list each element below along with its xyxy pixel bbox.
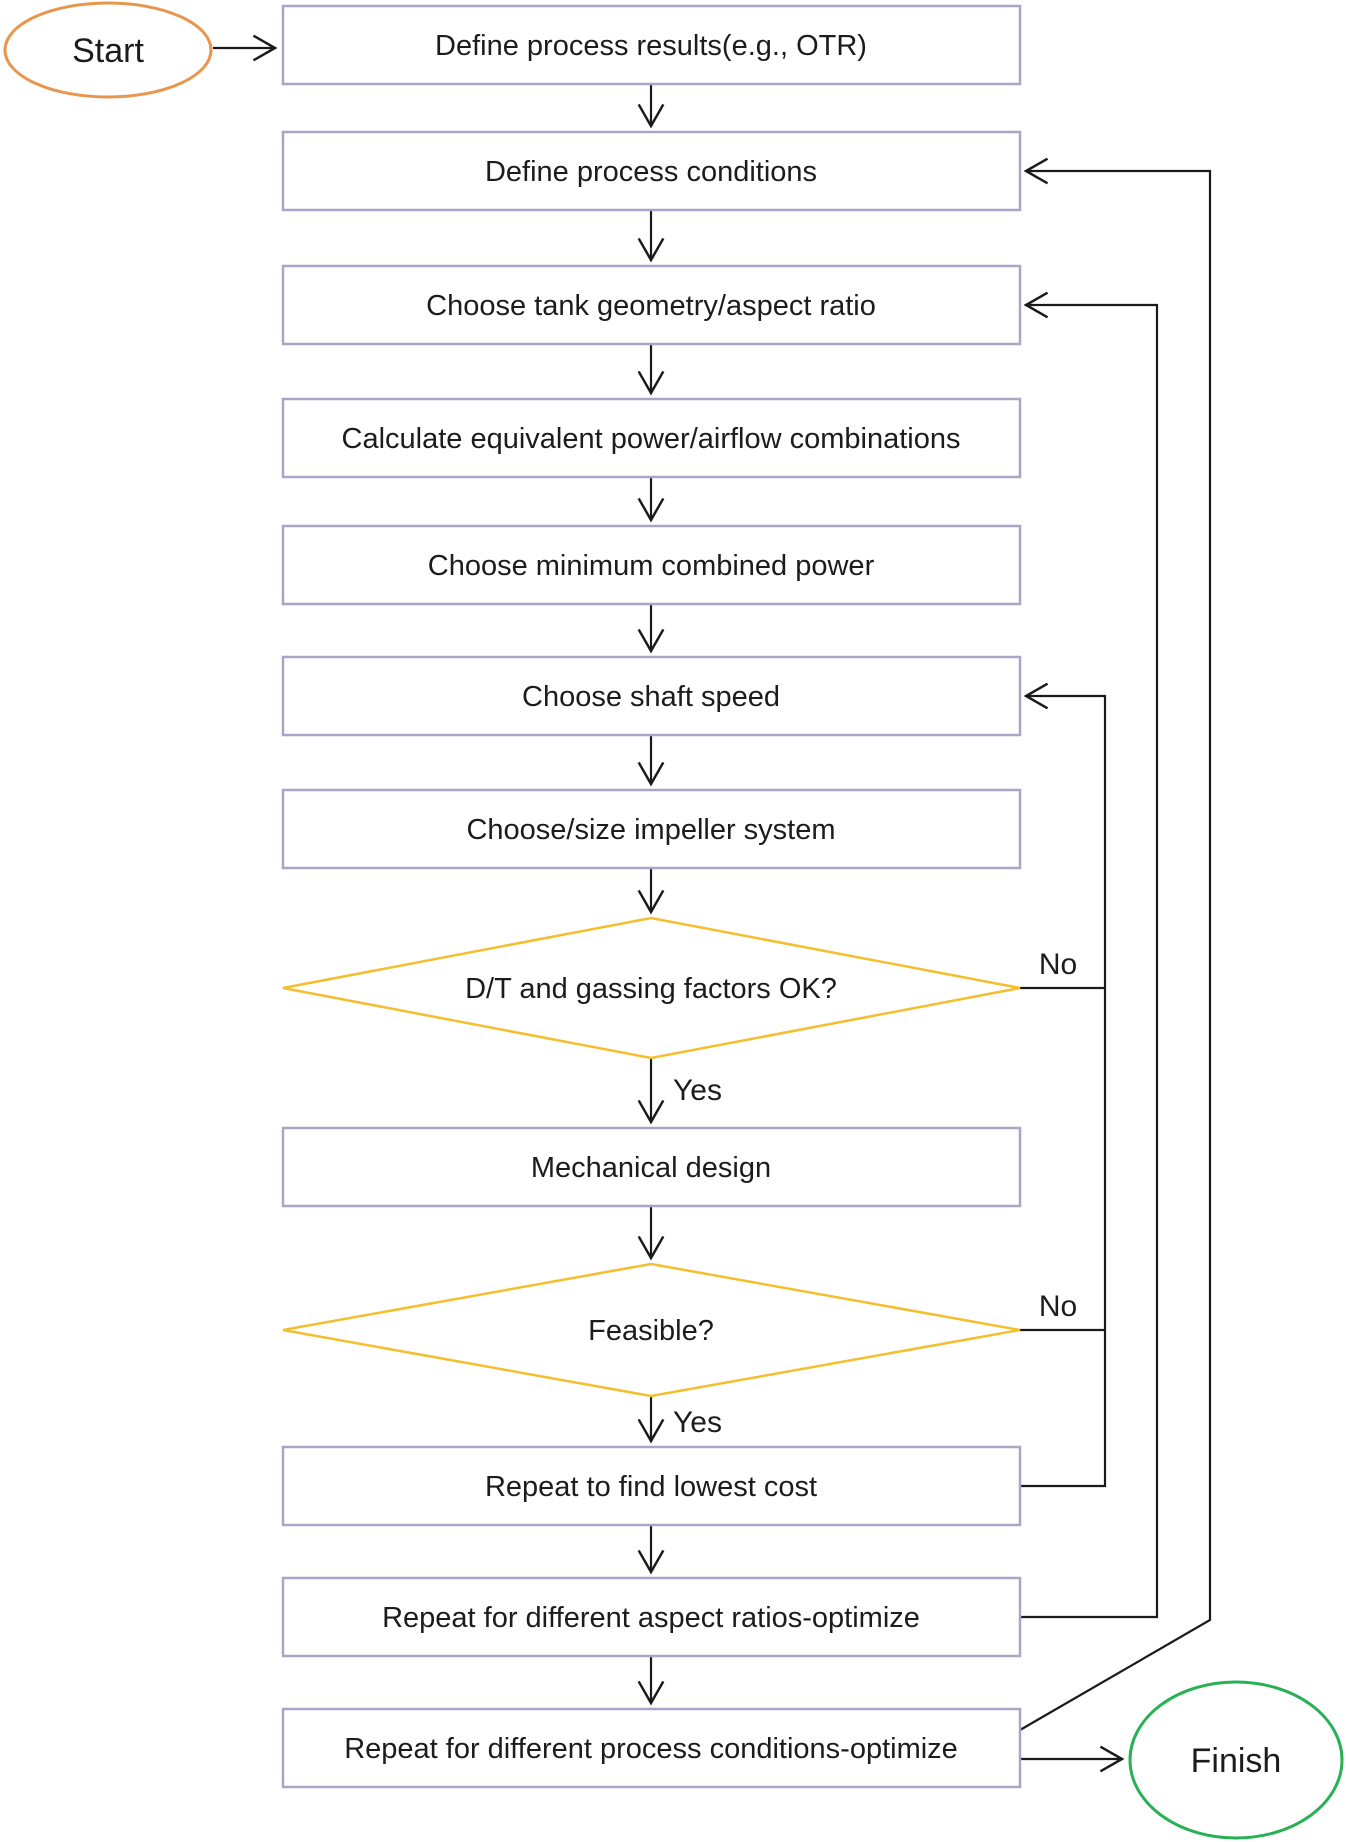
step-label: Mechanical design <box>531 1152 771 1184</box>
decision-diamond <box>282 1262 1021 1398</box>
step-rect <box>281 1126 1022 1208</box>
node-finish: Finish <box>1128 1680 1344 1840</box>
step-label: Define process results(e.g., OTR) <box>435 30 867 62</box>
edge-label-no-2: No <box>1039 1290 1077 1323</box>
connector-lines <box>213 34 1212 1773</box>
finish-ellipse <box>1128 1680 1344 1840</box>
edge-label-yes-1: Yes <box>673 1074 722 1107</box>
step-choose-minimum-combined-power: Choose minimum combined power <box>281 524 1022 606</box>
decision-label: Feasible? <box>588 1315 714 1347</box>
step-label: Choose minimum combined power <box>428 550 875 582</box>
step-rect <box>281 1445 1022 1527</box>
step-label: Repeat to find lowest cost <box>485 1471 817 1503</box>
start-ellipse <box>3 1 213 99</box>
step-rect <box>281 655 1022 737</box>
step-label: Choose tank geometry/aspect ratio <box>426 290 876 322</box>
step-rect <box>281 1707 1022 1789</box>
step-choose-tank-geometry: Choose tank geometry/aspect ratio <box>281 264 1022 346</box>
step-repeat-aspect-ratios: Repeat for different aspect ratios-optim… <box>281 1576 1022 1658</box>
step-rect <box>281 130 1022 212</box>
step-rect <box>281 4 1022 86</box>
node-start: Start <box>3 1 213 99</box>
edge-label-yes-2: Yes <box>673 1406 722 1439</box>
loop-line-to-process-conditions <box>1019 157 1212 1731</box>
step-choose-shaft-speed: Choose shaft speed <box>281 655 1022 737</box>
step-label: Choose/size impeller system <box>466 814 835 846</box>
loop-line-to-tank-geometry <box>1020 291 1159 1619</box>
step-rect <box>281 788 1022 870</box>
step-define-process-conditions: Define process conditions <box>281 130 1022 212</box>
decision-label: D/T and gassing factors OK? <box>465 973 837 1005</box>
step-calculate-power-airflow: Calculate equivalent power/airflow combi… <box>281 397 1022 479</box>
decision-feasible: Feasible? No Yes <box>282 1262 1077 1439</box>
step-rect <box>281 264 1022 346</box>
step-choose-size-impeller: Choose/size impeller system <box>281 788 1022 870</box>
step-mechanical-design: Mechanical design <box>281 1126 1022 1208</box>
decision-dt-gassing-ok: D/T and gassing factors OK? No Yes <box>282 916 1077 1107</box>
step-rect <box>281 1576 1022 1658</box>
edge-label-no-1: No <box>1039 948 1077 981</box>
step-repeat-lowest-cost: Repeat to find lowest cost <box>281 1445 1022 1527</box>
decision-diamond <box>282 916 1021 1060</box>
loop-line-to-shaft-speed <box>1020 682 1107 1488</box>
step-define-process-results: Define process results(e.g., OTR) <box>281 4 1022 86</box>
step-label: Repeat for different aspect ratios-optim… <box>382 1602 920 1634</box>
step-label: Define process conditions <box>485 156 817 188</box>
step-label: Calculate equivalent power/airflow combi… <box>342 423 961 455</box>
finish-label: Finish <box>1191 1742 1282 1780</box>
step-label: Repeat for different process conditions-… <box>344 1733 958 1765</box>
step-rect <box>281 397 1022 479</box>
start-label: Start <box>72 32 144 70</box>
step-label: Choose shaft speed <box>522 681 780 713</box>
step-rect <box>281 524 1022 606</box>
step-repeat-process-conditions: Repeat for different process conditions-… <box>281 1707 1022 1789</box>
